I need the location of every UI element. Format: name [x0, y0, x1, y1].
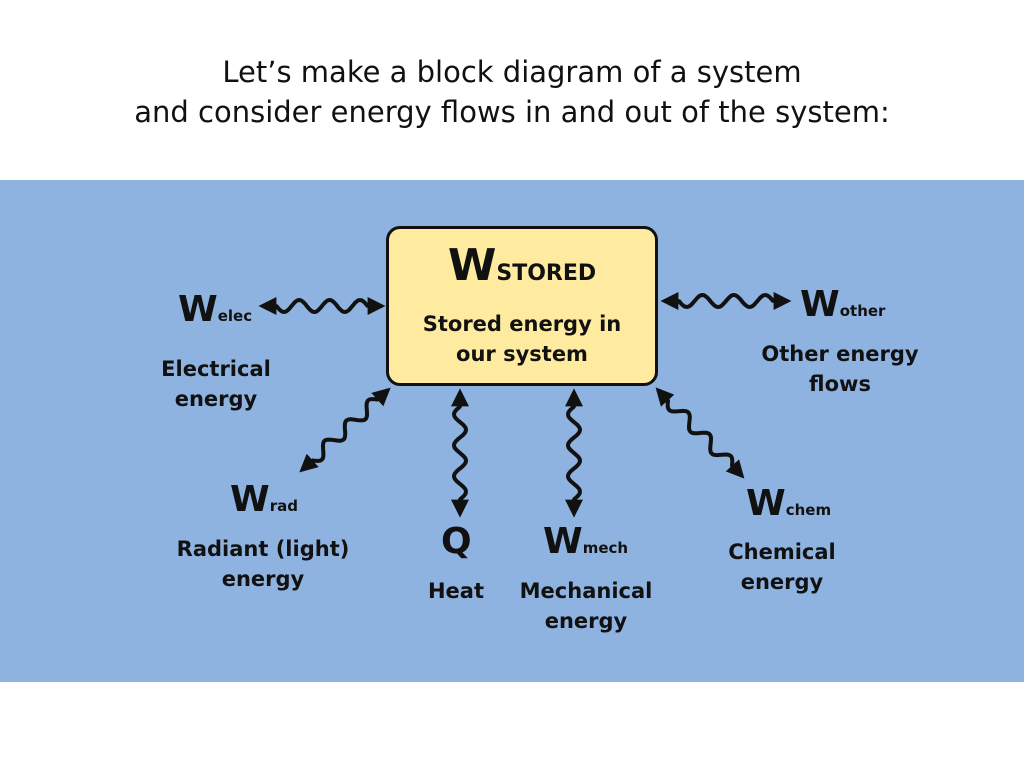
stored-symbol: WSTORED — [447, 240, 597, 291]
arrow-chem — [655, 387, 745, 479]
chem-symbol: Wchem — [746, 483, 832, 524]
mech-label: Mechanical energy — [519, 579, 653, 633]
stored-description: Stored energy in our system — [422, 312, 622, 366]
stored-energy-box: WSTORED Stored energy in our system — [386, 226, 658, 386]
mech-symbol: Wmech — [543, 521, 629, 562]
arrow-elec — [258, 297, 386, 315]
other-label: Other energy flows — [761, 342, 919, 396]
heat-symbol: Q — [441, 521, 472, 562]
stored-subscript: STORED — [496, 261, 597, 286]
title-line-1: Let’s make a block diagram of a system — [222, 55, 802, 89]
arrow-mech — [565, 388, 583, 518]
elec-label: Electrical energy — [161, 357, 271, 411]
arrow-heat — [451, 388, 469, 518]
heat-label: Heat — [427, 579, 485, 603]
rad-label: Radiant (light) energy — [176, 537, 350, 591]
other-symbol: Wother — [800, 284, 886, 325]
elec-symbol: Welec — [178, 289, 253, 330]
chem-label: Chemical energy — [728, 540, 836, 594]
title-line-2: and consider energy flows in and out of … — [134, 95, 890, 129]
rad-symbol: Wrad — [230, 479, 298, 520]
page-title: Let’s make a block diagram of a system a… — [0, 52, 1024, 132]
arrow-other — [660, 292, 792, 310]
arrow-rad — [299, 387, 391, 473]
